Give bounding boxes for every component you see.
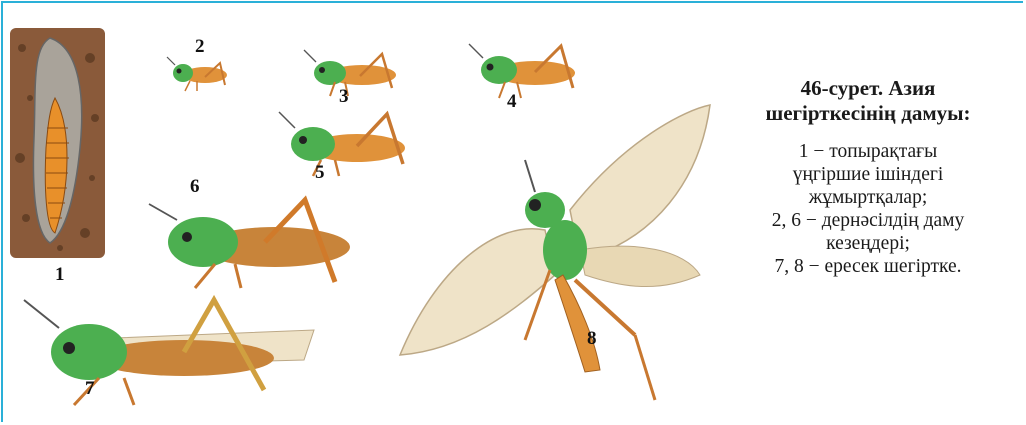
adult-locust-8-flying-illustration — [395, 100, 715, 410]
caption-title-line-2: шегірткесінің дамуы: — [712, 101, 1024, 126]
figure-caption: 46-сурет. Азия шегірткесінің дамуы: 1 − … — [712, 76, 1024, 278]
nymph-stage-4-illustration — [465, 40, 590, 100]
label-1: 1 — [55, 264, 65, 286]
label-7: 7 — [85, 378, 95, 400]
label-8: 8 — [587, 328, 597, 350]
nymph-stage-2-illustration — [165, 55, 235, 95]
egg-pod-illustration — [10, 28, 105, 258]
caption-line-6: 7, 8 − ересек шегіртке. — [712, 255, 1024, 278]
caption-line-1: 1 − топырақтағы — [712, 140, 1024, 163]
figure-illustration: 1 2 3 4 5 6 7 8 — [0, 0, 740, 425]
nymph-stage-6-illustration — [145, 192, 365, 292]
caption-line-2: үңгіршие ішіндегі — [712, 163, 1024, 186]
adult-locust-7-illustration — [14, 290, 324, 410]
caption-line-3: жұмыртқалар; — [712, 186, 1024, 209]
caption-line-4: 2, 6 − дернәсілдің даму — [712, 209, 1024, 232]
label-5: 5 — [315, 162, 325, 184]
label-6: 6 — [190, 176, 200, 198]
caption-line-5: кезеңдері; — [712, 232, 1024, 255]
nymph-stage-3-illustration — [300, 48, 410, 98]
label-3: 3 — [339, 86, 349, 108]
caption-title-line-1: 46-сурет. Азия — [712, 76, 1024, 101]
label-2: 2 — [195, 36, 205, 58]
label-4: 4 — [507, 91, 517, 113]
caption-title: 46-сурет. Азия шегірткесінің дамуы: — [712, 76, 1024, 126]
